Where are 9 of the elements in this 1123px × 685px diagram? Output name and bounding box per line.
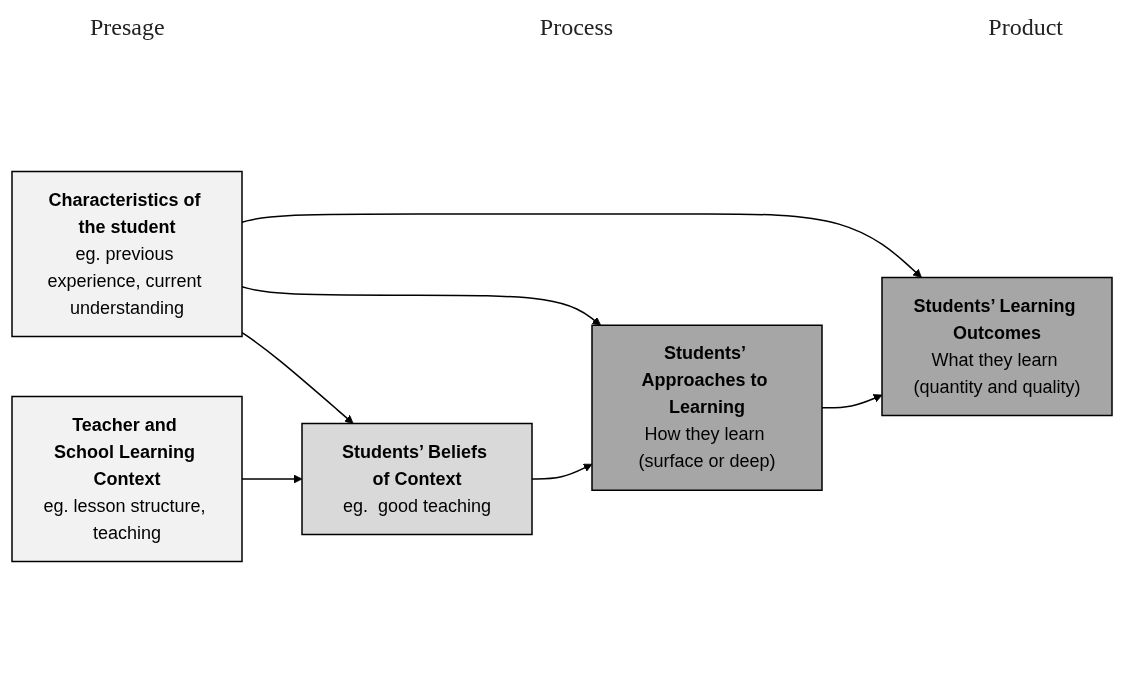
node-box: Students’ Beliefs of Context eg. good teaching — [300, 422, 533, 536]
column-heading: Product — [988, 14, 1063, 42]
column-heading: Process — [539, 14, 614, 42]
node-box: Characteristics of the student eg. previous experience, current understanding — [10, 170, 243, 338]
arrow — [240, 331, 354, 424]
node-box: Students’ Approaches to Learning How they learn (surface or deep) — [590, 324, 823, 491]
column-heading: Presage — [90, 14, 165, 42]
node-box: Students’ Learning Outcomes What they learn (quantity and quality) — [880, 276, 1113, 417]
node-box: Teacher and School Learning Context eg. lesson structure, teaching — [10, 395, 243, 563]
